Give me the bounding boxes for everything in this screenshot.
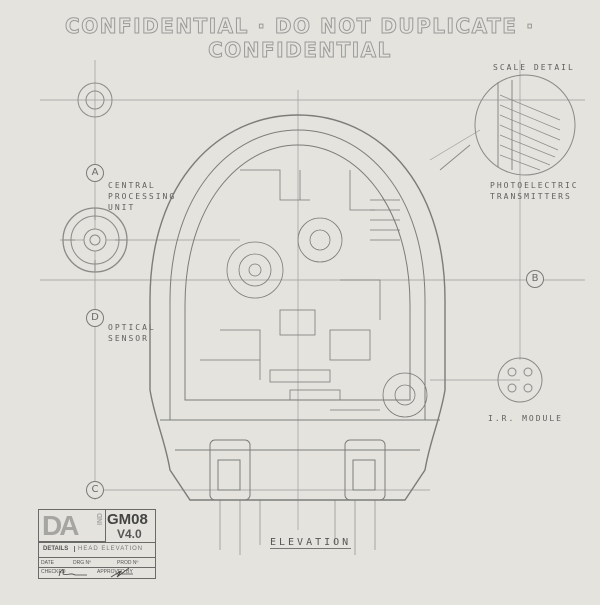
circuit-board-detail <box>200 169 428 418</box>
drg-label: DRG Nº <box>73 560 91 566</box>
scale-detail-circle <box>439 74 576 176</box>
marker-a: A <box>86 164 104 182</box>
marker-c: C <box>86 481 104 499</box>
checked-label: CHECKED <box>41 569 66 575</box>
date-row: DATE DRG Nº PROD Nº <box>39 557 155 567</box>
callout-photoelectric: PHOTOELECTRIC TRANSMITTERS <box>490 181 579 201</box>
optical-sensor-diagram <box>62 207 128 273</box>
details-row: DETAILS HEAD ELEVATION <box>39 542 155 557</box>
signatures <box>58 567 133 578</box>
callout-optical-sensor: OPTICAL SENSOR <box>108 323 156 343</box>
elevation-label: ELEVATION <box>270 537 352 549</box>
signature-row: CHECKED APPROVED BY <box>39 567 155 578</box>
model-number: GM08 <box>107 511 148 528</box>
callout-scale-detail: SCALE DETAIL <box>493 63 575 72</box>
helmet-outline <box>149 114 446 555</box>
prod-label: PROD Nº <box>117 560 139 566</box>
details-label: DETAILS <box>43 546 69 552</box>
callout-cpu: CENTRAL PROCESSING UNIT <box>108 181 177 212</box>
target-symbol <box>77 82 113 118</box>
callout-ir-module: I.R. MODULE <box>488 414 563 423</box>
ir-module-diagram <box>497 357 543 403</box>
construction-lines <box>40 60 585 530</box>
details-value: HEAD ELEVATION <box>74 546 143 552</box>
version-number: V4.0 <box>117 527 142 541</box>
date-label: DATE <box>41 560 54 566</box>
marker-d: D <box>86 309 104 327</box>
marker-b: B <box>526 270 544 288</box>
confidential-header: CONFIDENTIAL · DO NOT DUPLICATE · CONFID… <box>65 14 535 63</box>
approved-label: APPROVED BY <box>97 569 133 575</box>
